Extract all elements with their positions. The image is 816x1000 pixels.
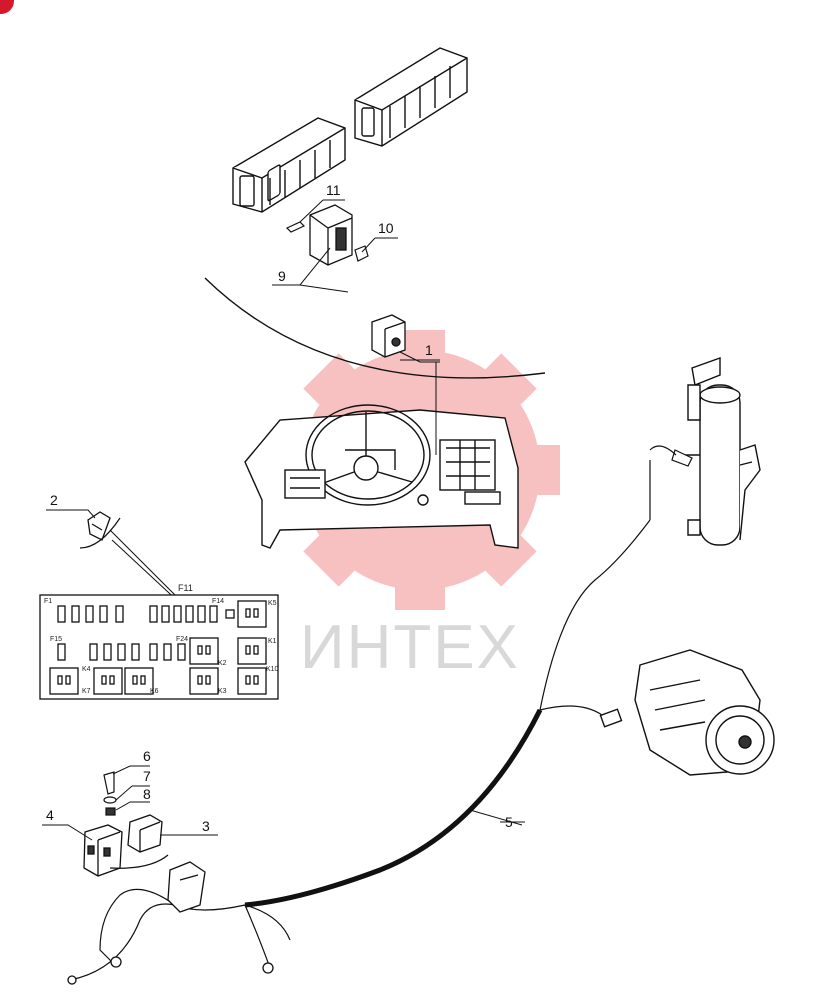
dash-arc [204,277,546,379]
fuse-slot [185,605,194,623]
relay-pin [65,675,71,685]
bulb-part [285,221,306,233]
callout-10: 10 [378,220,394,236]
relay-socket [124,667,154,695]
fusebox-label-f11: F11 [178,583,193,593]
callout-8: 8 [143,786,151,802]
fusebox-label-f15: F15 [50,636,63,643]
callout-2: 2 [50,492,58,508]
fuse-slot [149,643,158,661]
fuse-slot [71,605,80,623]
pressure-switch [671,449,693,467]
relay-socket [237,637,267,665]
fuse-slot [57,605,66,623]
switch-panel-right [354,47,468,147]
fusebox-label-k2: K2 [218,660,227,667]
relay-socket [189,667,219,695]
fuse-slot [89,643,98,661]
relay-arc [109,854,169,869]
relay-base-3 [127,814,163,853]
fuse-part-2 [87,511,111,541]
washer-7 [103,796,117,804]
fuse-slot [85,605,94,623]
fusebox-label-k7: K7 [82,688,91,695]
relay-pin [197,675,203,685]
bolt-6 [103,771,115,795]
callout-6: 6 [143,748,151,764]
receiver-drier [680,357,761,546]
fuse-slot [115,605,124,623]
switch-panel-left [232,117,346,213]
relay-socket [189,637,219,665]
fuse-slot [197,605,206,623]
fusebox-label-k4: K4 [82,666,91,673]
leader-lines [42,199,525,841]
fuse-slot [225,609,235,619]
nut-8 [105,807,116,816]
callout-9: 9 [278,268,286,284]
relay-pin [140,675,146,685]
fuse-slot [99,605,108,623]
relay-pin [205,675,211,685]
fusebox-label-f1: F1 [44,598,53,605]
relay-pin [245,675,251,685]
leader-1 [399,351,440,455]
dashboard [244,404,519,549]
fusebox-label-f14: F14 [212,598,225,605]
wire-harness [69,445,677,981]
callout-3: 3 [202,818,210,834]
watermark-text: ИНТЕХ [300,613,520,682]
leader-2 [46,509,186,606]
fuse-slot [103,643,112,661]
relay-socket [49,667,79,695]
fuse-arc [79,517,121,549]
callout-5: 5 [505,814,513,830]
fuse-slot [57,643,66,661]
relay-pin [57,675,63,685]
compressor [599,649,775,776]
rocker-switch-part [309,204,353,266]
relay-pin [132,675,138,685]
fuse-slot [173,605,182,623]
fusebox-label-k6: K6 [150,688,159,695]
fuse-slot [209,605,218,623]
relay-pin [253,675,259,685]
fusebox-label-k5: K5 [268,600,277,607]
relay-pin [245,645,251,655]
switch-part-1 [371,314,406,358]
fuse-box [39,594,279,700]
relay-pin [109,675,115,685]
fusebox-label-k3: K3 [218,688,227,695]
relay-socket [237,667,267,695]
callout-11: 11 [326,182,341,198]
relay-pin [245,608,251,618]
fusebox-label-k10: K10 [266,666,279,673]
fuse-slot [177,643,186,661]
fuse-slot [161,605,170,623]
relay-socket [237,600,267,628]
fusebox-label-k1: K1 [268,638,277,645]
fusebox-label-f24: F24 [176,636,189,643]
callout-7: 7 [143,768,151,784]
callout-1: 1 [425,342,433,358]
relay-4 [83,824,123,877]
relay-pin [197,645,203,655]
fuse-slot [117,643,126,661]
fuse-slot [163,643,172,661]
harness-connector [67,861,274,985]
relay-pin [205,645,211,655]
fuse-slot [149,605,158,623]
relay-pin [253,608,259,618]
callout-4: 4 [46,807,54,823]
relay-pin [253,645,259,655]
relay-pin [101,675,107,685]
fuse-slot [131,643,140,661]
relay-socket [93,667,123,695]
